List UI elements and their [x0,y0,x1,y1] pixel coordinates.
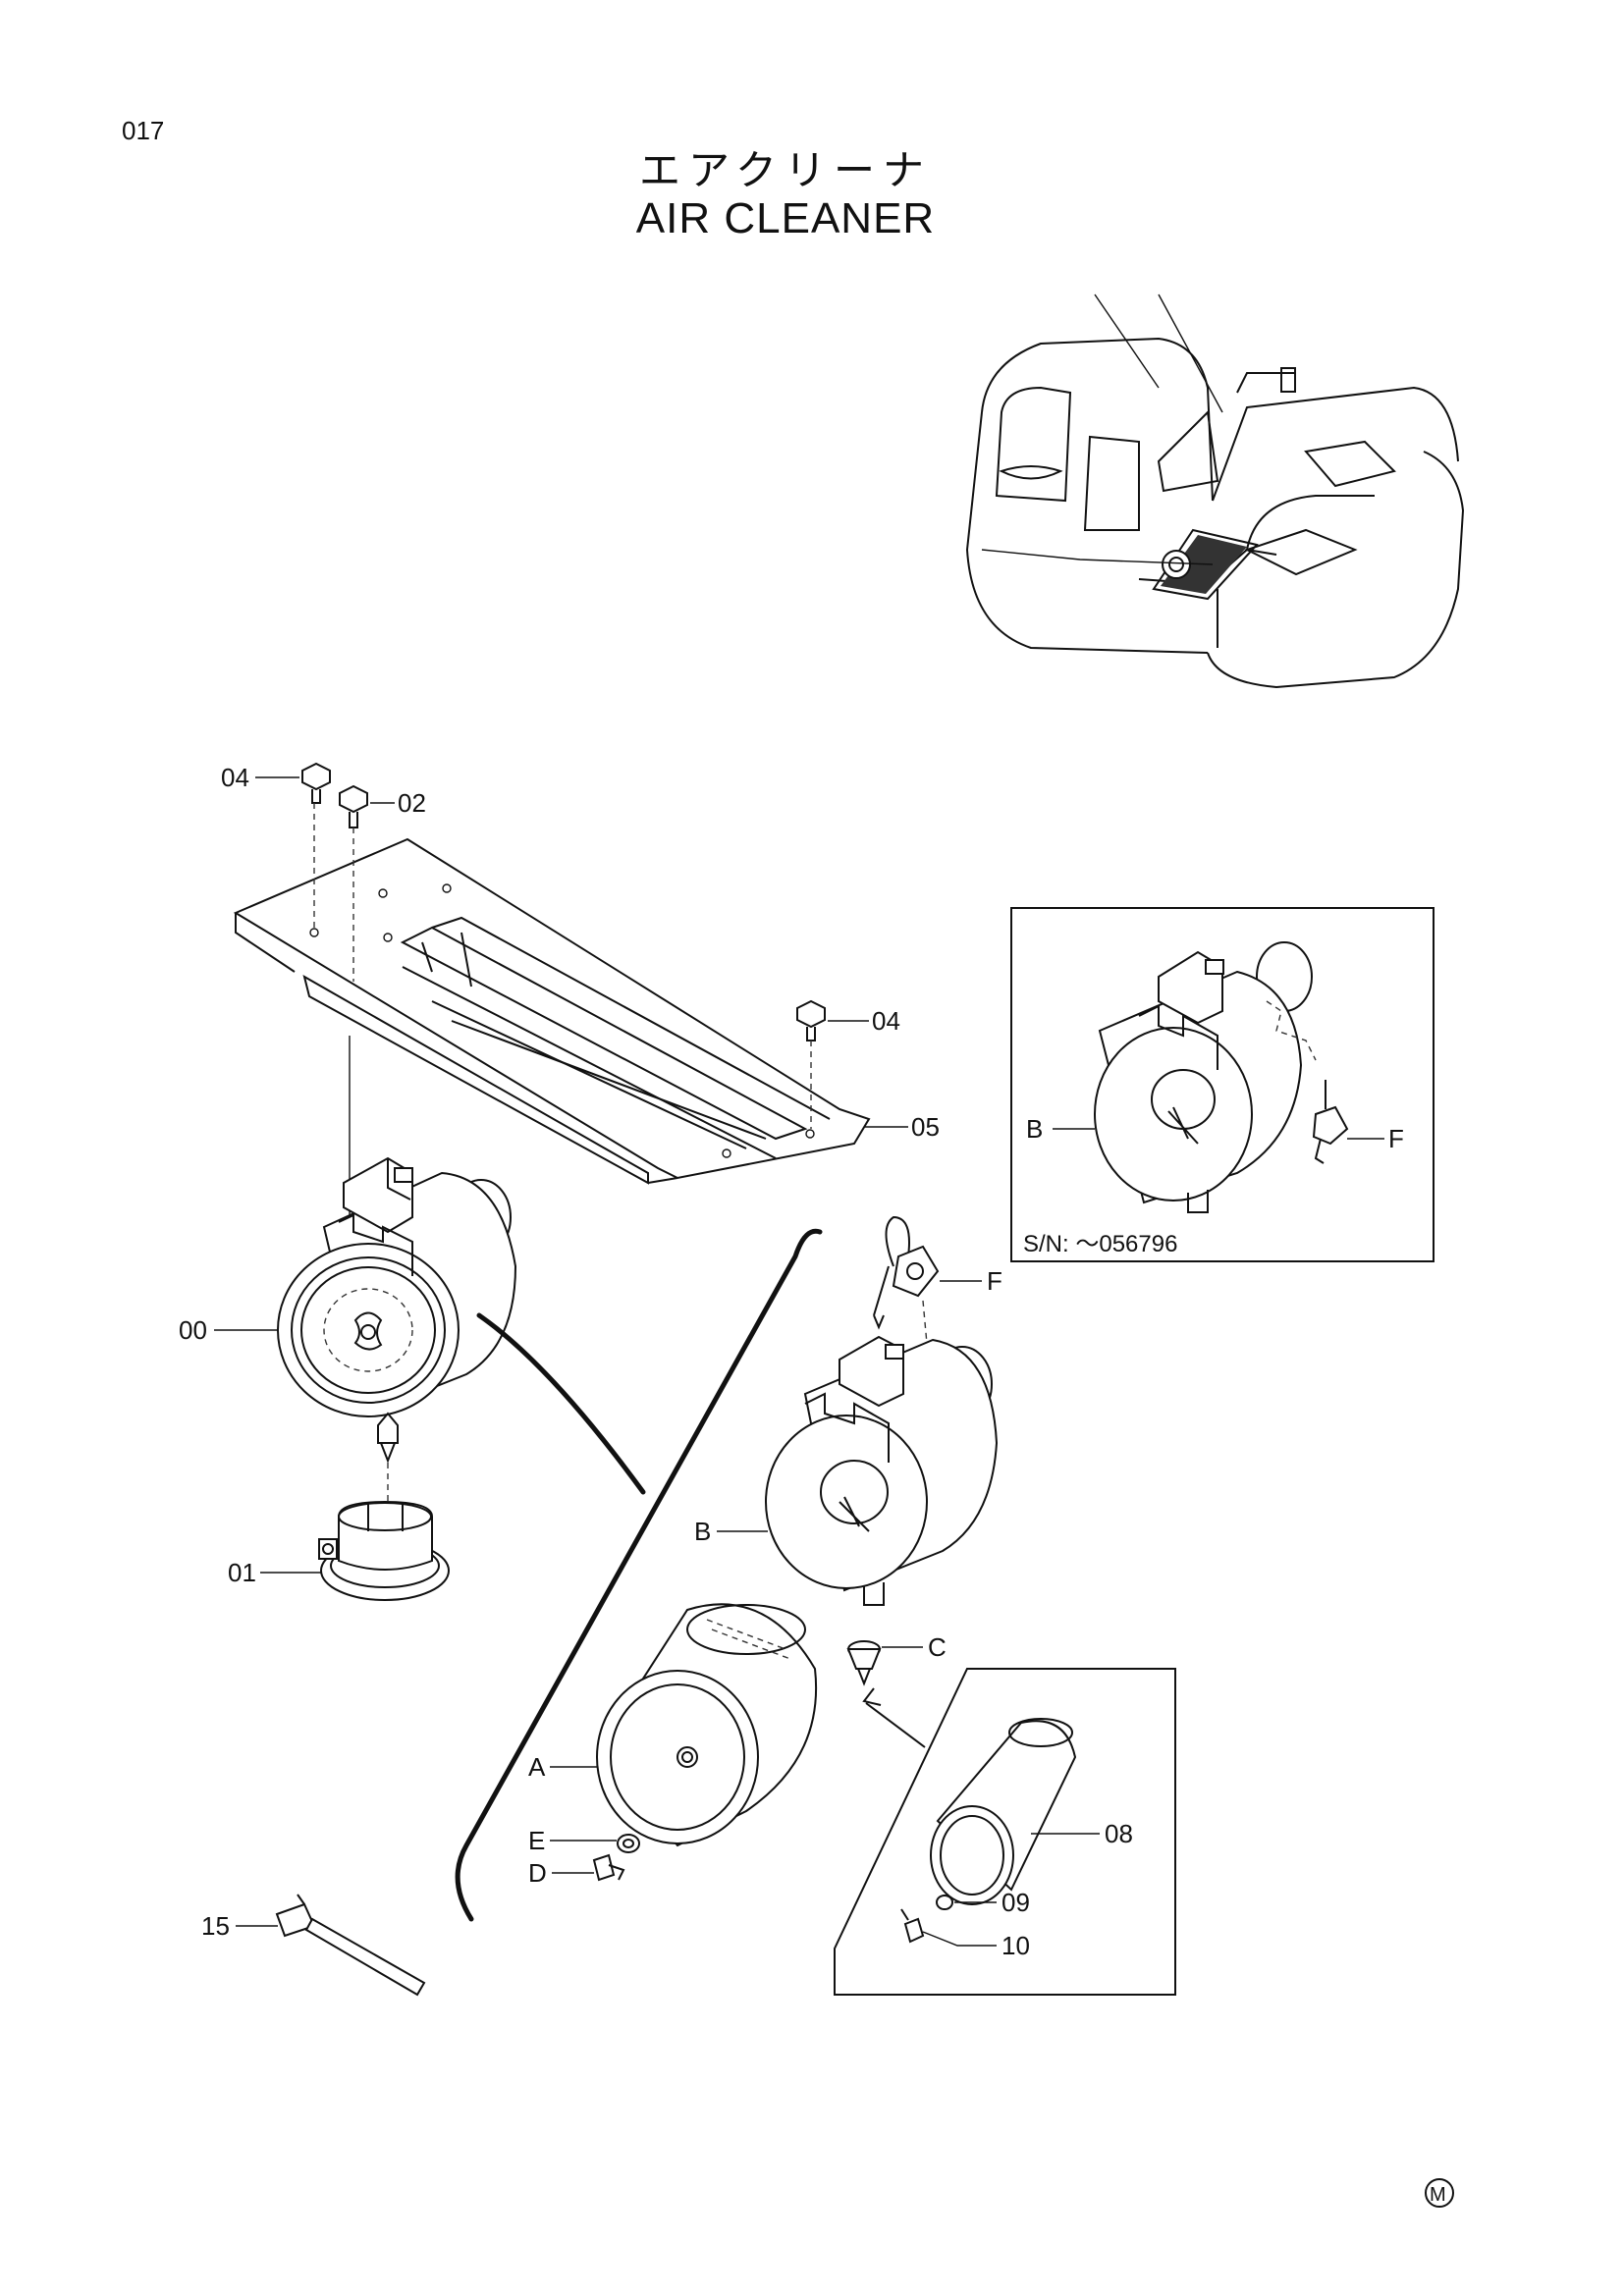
air-cleaner-assembly [277,1156,517,1464]
serial-number-note: S/N: ～056796 [1023,1231,1177,1257]
bolt-04-right [796,999,826,1129]
callout-04-right: 04 [872,1006,900,1036]
title-english: AIR CLEANER [635,194,936,242]
callout-04-top: 04 [221,763,249,792]
callout-a: A [528,1752,546,1782]
callout-b: B [694,1517,711,1546]
title-japanese: エアクリーナ [639,146,932,194]
callout-02: 02 [398,788,426,818]
page-number: 017 [122,116,165,145]
callout-09: 09 [1001,1888,1030,1917]
cable-tie-15 [275,1894,426,1997]
evacuator-valve-01 [318,1463,450,1601]
wing-nut-d [592,1853,625,1882]
serial-variant-inset [1010,907,1435,1262]
bolt-04-left [301,762,331,928]
callout-f: F [987,1266,1002,1296]
group-bracket [455,1228,823,1922]
callout-f-inset: F [1388,1124,1404,1153]
washer-e [617,1834,640,1853]
model-mark: M [1425,2178,1454,2208]
bolt-02 [339,784,368,982]
cover-plate [233,837,871,1185]
callout-d: D [528,1858,547,1888]
safety-element-inset [834,1668,1176,1996]
callout-15: 15 [201,1911,230,1941]
cap-c [846,1640,882,1686]
restriction-indicator-f [873,1215,940,1356]
housing-b [765,1335,999,1606]
callout-05: 05 [911,1112,940,1142]
model-mark-letter: M [1430,2184,1446,2206]
callout-e: E [528,1826,545,1855]
callout-00: 00 [179,1315,207,1345]
callout-c: C [928,1632,947,1662]
callout-10: 10 [1001,1931,1030,1960]
excavator-location-sketch [965,294,1465,689]
leader-lines [214,776,1384,1947]
callout-b-inset: B [1026,1114,1043,1144]
element-a [596,1603,818,1847]
bracket-link [476,1312,646,1495]
callout-08: 08 [1105,1819,1133,1848]
callout-01: 01 [228,1558,256,1587]
